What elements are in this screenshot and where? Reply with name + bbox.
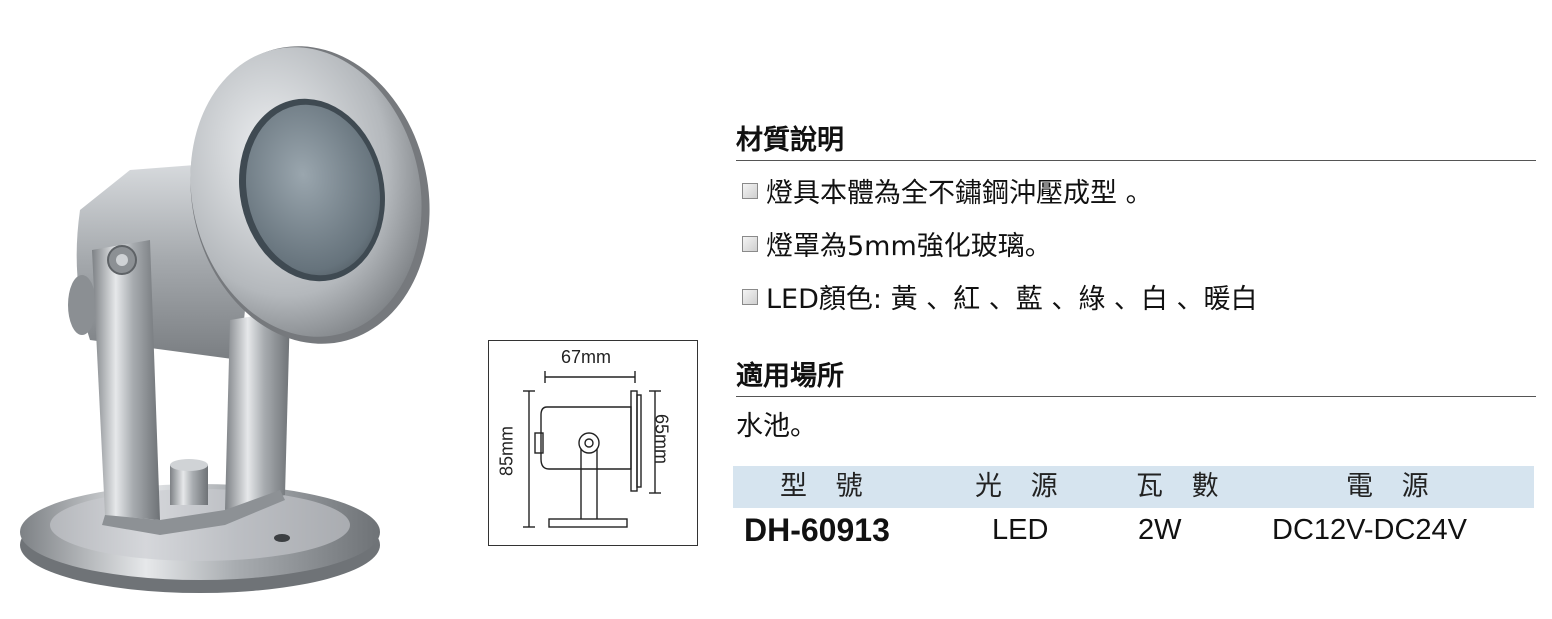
- dimension-width-label: 67mm: [561, 347, 612, 367]
- material-item: 燈具本體為全不鏽鋼沖壓成型 。: [742, 171, 1153, 210]
- square-bullet-icon: [742, 288, 758, 305]
- spec-header-light-source: 光 源: [975, 471, 1068, 502]
- spec-value-light-source: LED: [992, 514, 1049, 546]
- square-bullet-icon: [742, 182, 758, 199]
- spec-header-bar: [733, 466, 1534, 508]
- dimension-head-height-label: 65mm: [651, 413, 672, 465]
- material-title: 材質說明: [736, 125, 844, 156]
- material-item-text: 燈罩為5mm強化玻璃。: [766, 231, 1052, 262]
- usage-divider: [736, 396, 1536, 397]
- spec-header-model: 型 號: [780, 471, 873, 502]
- spec-header-wattage: 瓦 數: [1136, 471, 1229, 502]
- spec-header-power: 電 源: [1346, 471, 1439, 502]
- material-divider: [736, 160, 1536, 161]
- material-item-text: 燈具本體為全不鏽鋼沖壓成型 。: [766, 178, 1153, 209]
- dimension-diagram: [523, 371, 661, 528]
- square-bullet-icon: [742, 235, 758, 252]
- dimension-total-height-label: 85mm: [496, 425, 517, 477]
- product-photo: [20, 46, 430, 593]
- spec-value-model: DH-60913: [744, 512, 890, 548]
- spec-value-wattage: 2W: [1138, 514, 1182, 546]
- usage-title: 適用場所: [736, 361, 844, 392]
- usage-text: 水池。: [736, 411, 817, 442]
- material-item-text: LED顏色: 黃 、紅 、藍 、綠 、白 、暖白: [766, 284, 1258, 315]
- spec-value-power: DC12V-DC24V: [1272, 514, 1468, 546]
- dimension-drawing: 67mm 85mm 65mm: [488, 340, 698, 546]
- material-item: 燈罩為5mm強化玻璃。: [742, 224, 1052, 263]
- material-item: LED顏色: 黃 、紅 、藍 、綠 、白 、暖白: [742, 277, 1257, 316]
